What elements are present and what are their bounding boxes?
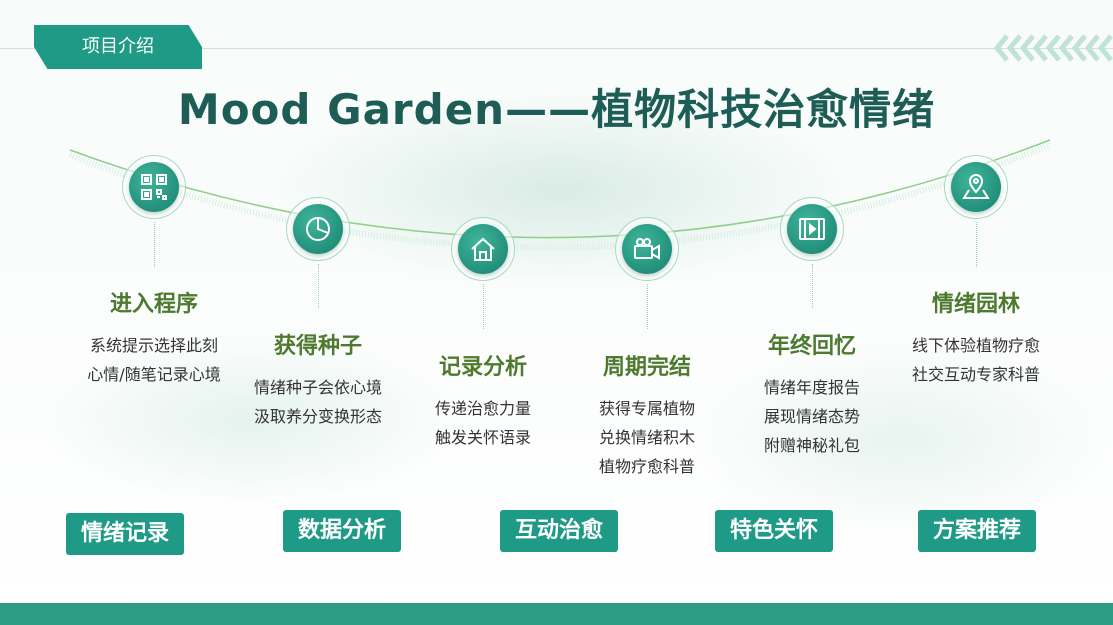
step-desc-4: 获得专属植物兑换情绪积木植物疗愈科普 <box>598 399 695 476</box>
step-label-3: 记录分析 <box>438 355 527 380</box>
plan-recommendation-button[interactable]: 方案推荐 <box>918 510 1036 552</box>
special-care-button[interactable]: 特色关怀 <box>715 510 833 552</box>
step-stem <box>976 222 977 267</box>
chevron-decoration-icon <box>993 34 1113 62</box>
step-node-6[interactable] <box>944 155 1008 219</box>
section-tag: 项目介绍 <box>34 25 202 69</box>
step-label-6: 情绪园林 <box>931 292 1020 317</box>
step-stem <box>318 264 319 308</box>
qr-code-icon <box>141 174 167 200</box>
video-camera-icon <box>634 238 660 260</box>
pie-chart-icon <box>306 217 330 241</box>
step-label-1: 进入程序 <box>109 292 198 317</box>
step-stem <box>154 222 155 267</box>
emotion-record-button[interactable]: 情绪记录 <box>66 513 184 555</box>
film-icon <box>799 218 825 240</box>
step-node-2[interactable] <box>286 197 350 261</box>
header-divider <box>0 48 1113 49</box>
map-pin-icon <box>962 174 990 199</box>
step-desc-3: 传递治愈力量触发关怀语录 <box>434 399 531 447</box>
step-stem <box>647 284 648 329</box>
page-title: Mood Garden——植物科技治愈情绪 <box>177 85 936 134</box>
footer-bar <box>0 603 1113 625</box>
step-node-3[interactable] <box>451 217 515 281</box>
data-analysis-button[interactable]: 数据分析 <box>283 510 401 552</box>
step-desc-2: 情绪种子会依心境汲取养分变换形态 <box>253 378 382 426</box>
interactive-healing-button[interactable]: 互动治愈 <box>500 510 618 552</box>
step-desc-6: 线下体验植物疗愈社交互动专家科普 <box>911 336 1040 384</box>
step-desc-5: 情绪年度报告展现情绪态势附赠神秘礼包 <box>763 378 860 455</box>
step-node-4[interactable] <box>615 217 679 281</box>
step-node-1[interactable] <box>122 155 186 219</box>
step-desc-1: 系统提示选择此刻心情/随笔记录心境 <box>87 336 221 384</box>
step-stem <box>812 264 813 308</box>
step-label-5: 年终回忆 <box>767 334 856 359</box>
step-stem <box>483 284 484 329</box>
home-icon <box>471 237 495 261</box>
step-node-5[interactable] <box>780 197 844 261</box>
step-label-4: 周期完结 <box>602 355 691 380</box>
step-label-2: 获得种子 <box>273 334 362 359</box>
